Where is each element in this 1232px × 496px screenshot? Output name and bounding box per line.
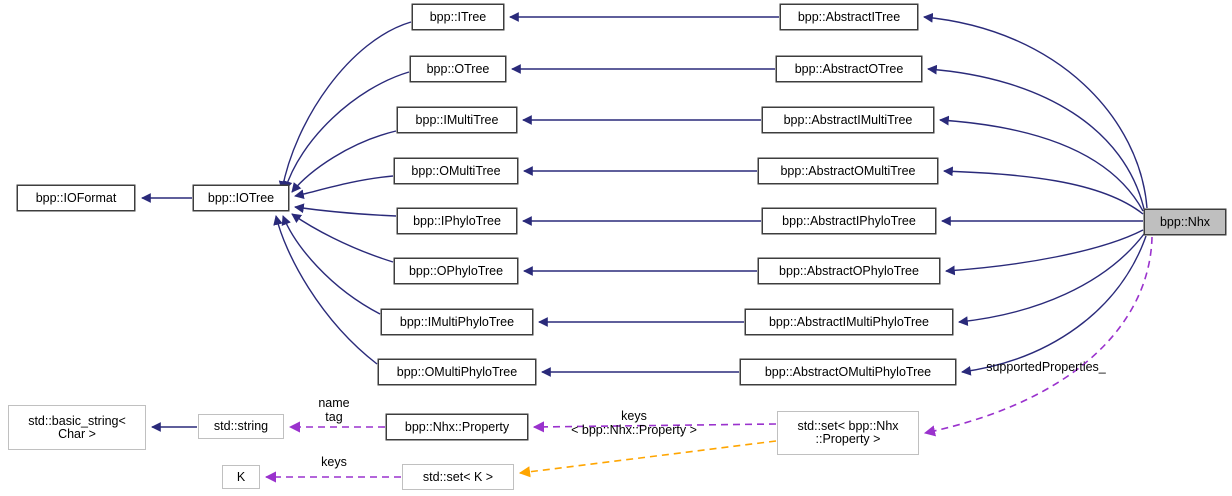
edge-nhx-abstractimultiphylotree [958, 233, 1145, 326]
edge-omultitree-iotree [294, 175, 394, 200]
class-node-iphylotree[interactable]: bpp::IPhyloTree [397, 208, 517, 234]
template-edges [518, 440, 777, 478]
inheritance-edges [141, 12, 1148, 432]
class-node-abstractiphylotree[interactable]: bpp::AbstractIPhyloTree [762, 208, 936, 234]
edge-label-keys-property: keys < bpp::Nhx::Property > [571, 409, 697, 437]
class-node-nhx[interactable]: bpp::Nhx [1144, 209, 1226, 235]
edge-nhx-setnhxproperty [923, 236, 1153, 437]
usage-edges [264, 236, 1153, 483]
edge-label-name-tag: name tag [318, 396, 350, 424]
class-node-abstractomultiphylotree[interactable]: bpp::AbstractOMultiPhyloTree [740, 359, 956, 385]
edge-itree-iotree [278, 21, 412, 191]
class-node-iotree[interactable]: bpp::IOTree [193, 185, 289, 211]
class-node-stdstring[interactable]: std::string [198, 414, 284, 439]
edge-imultitree-iotree [291, 130, 397, 193]
class-node-abstractimultiphylotree[interactable]: bpp::AbstractIMultiPhyloTree [745, 309, 953, 335]
edge-otree-iotree [282, 71, 410, 191]
class-node-ioformat[interactable]: bpp::IOFormat [17, 185, 135, 211]
edge-imultiphylotree-iotree [281, 215, 381, 315]
class-node-nhxproperty[interactable]: bpp::Nhx::Property [386, 414, 528, 440]
class-node-setnhxproperty[interactable]: std::set< bpp::Nhx ::Property > [777, 411, 919, 455]
class-node-abstractotree[interactable]: bpp::AbstractOTree [776, 56, 922, 82]
class-node-abstractophylotree[interactable]: bpp::AbstractOPhyloTree [758, 258, 940, 284]
class-node-omultiphylotree[interactable]: bpp::OMultiPhyloTree [378, 359, 536, 385]
edge-iphylotree-iotree [294, 203, 397, 217]
class-node-abstractomultitree[interactable]: bpp::AbstractOMultiTree [758, 158, 938, 184]
edge-nhx-abstractimultitree [939, 115, 1144, 212]
edge-nhx-abstractophylotree [945, 229, 1144, 276]
class-node-abstractitree[interactable]: bpp::AbstractITree [780, 4, 918, 30]
class-node-itree[interactable]: bpp::ITree [412, 4, 504, 30]
class-node-basicstring[interactable]: std::basic_string< Char > [8, 405, 146, 450]
class-node-setk[interactable]: std::set< K > [402, 464, 514, 490]
edge-label-keys-k: keys [321, 455, 347, 469]
class-node-imultitree[interactable]: bpp::IMultiTree [397, 107, 517, 133]
class-node-k[interactable]: K [222, 465, 260, 489]
class-node-otree[interactable]: bpp::OTree [410, 56, 506, 82]
class-node-abstractimultitree[interactable]: bpp::AbstractIMultiTree [762, 107, 934, 133]
edge-nhx-abstractomultitree [943, 166, 1144, 215]
edge-omultiphylotree-iotree [273, 215, 378, 365]
edge-setnhxproperty-setk [518, 440, 777, 478]
class-node-imultiphylotree[interactable]: bpp::IMultiPhyloTree [381, 309, 533, 335]
edge-nhx-abstractitree [923, 12, 1148, 209]
edge-nhx-abstractotree [927, 64, 1145, 210]
edge-ophylotree-iotree [291, 213, 394, 263]
edge-nhx-abstractomultiphylotree [961, 235, 1147, 376]
edge-label-supported-properties: supportedProperties_ [986, 360, 1106, 374]
class-node-ophylotree[interactable]: bpp::OPhyloTree [394, 258, 518, 284]
edge-setnhxproperty-nhxproperty [532, 421, 777, 433]
class-node-omultitree[interactable]: bpp::OMultiTree [394, 158, 518, 184]
